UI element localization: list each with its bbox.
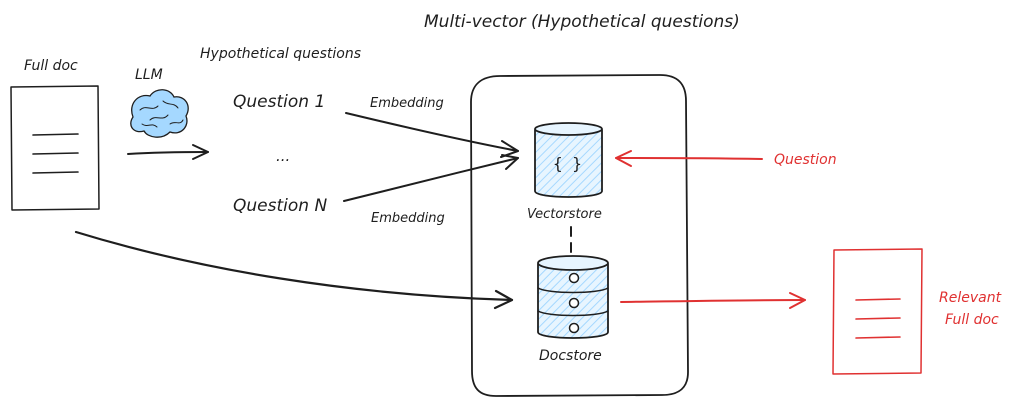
embedding-arrow-top: [345, 112, 519, 158]
query-label: Question: [774, 152, 837, 168]
vectorstore-icon: [534, 122, 603, 198]
llm-label: LLM: [135, 67, 163, 83]
diagram-title: Multi-vector (Hypothetical questions): [424, 12, 740, 32]
retriever-container: [470, 74, 689, 397]
full-doc-to-docstore-arrow: [74, 230, 514, 310]
embedding-label-top: Embedding: [370, 96, 444, 111]
query-arrow: [615, 150, 763, 167]
brain-icon: [130, 89, 189, 138]
docstore-label: Docstore: [539, 348, 602, 364]
question-ellipsis: ...: [276, 147, 290, 165]
vectorstore-symbol: { }: [553, 154, 582, 173]
embedding-label-bottom: Embedding: [371, 211, 445, 226]
document-icon: [10, 85, 100, 211]
full-doc-label: Full doc: [24, 58, 78, 74]
question-1-label: Question 1: [233, 92, 325, 112]
hypothetical-questions-label: Hypothetical questions: [200, 46, 361, 62]
embedding-arrow-bottom: [343, 154, 519, 202]
result-arrow: [620, 292, 806, 309]
vectorstore-label: Vectorstore: [527, 207, 602, 222]
database-icon: [537, 255, 609, 339]
relevant-label-line-2: Full doc: [945, 312, 999, 328]
llm-arrow: [127, 144, 209, 160]
relevant-document-icon: [832, 248, 923, 375]
question-n-label: Question N: [233, 196, 327, 216]
relevant-label-line-1: Relevant: [939, 290, 1002, 306]
